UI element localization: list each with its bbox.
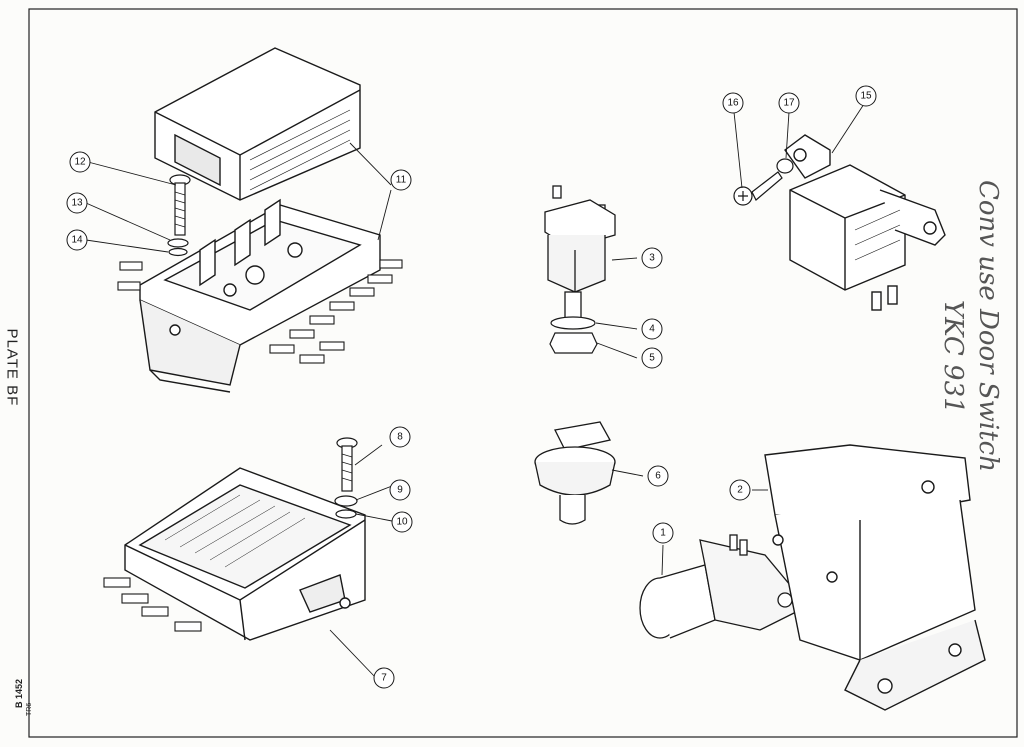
callout-8: 8	[389, 426, 411, 448]
svg-text:9: 9	[397, 485, 403, 496]
door-switch	[639, 534, 801, 639]
callout-15: 15	[855, 85, 877, 107]
washer-17	[776, 158, 794, 174]
callout-4: 4	[641, 318, 663, 340]
washer-9	[334, 495, 358, 507]
callout-markers: 1 2 3 4 5 6 7 8 9 10 11 12 13 14 15 16 1…	[66, 85, 877, 689]
screw-16	[733, 171, 783, 206]
svg-text:15: 15	[860, 91, 872, 102]
plate-reference: B 1452	[14, 678, 24, 708]
callout-7: 7	[373, 667, 395, 689]
svg-text:13: 13	[71, 198, 83, 209]
brake-light-switch	[544, 185, 616, 319]
svg-text:8: 8	[397, 432, 403, 443]
callout-11: 11	[390, 169, 412, 191]
plate-border	[28, 8, 1018, 738]
screw-12	[169, 174, 191, 236]
svg-text:3: 3	[649, 253, 655, 264]
svg-text:12: 12	[74, 157, 86, 168]
callout-17: 17	[778, 92, 800, 114]
callout-16: 16	[722, 92, 744, 114]
washer-10	[335, 509, 357, 519]
svg-text:6: 6	[655, 471, 661, 482]
relay-15	[784, 134, 946, 311]
callout-3: 3	[641, 247, 663, 269]
fuse-box-cover	[154, 47, 361, 201]
oil-pressure-switch	[534, 421, 616, 525]
screw-8	[336, 437, 358, 492]
svg-text:10: 10	[396, 517, 408, 528]
callout-10: 10	[391, 511, 413, 533]
handwritten-note: Conv use Door Switch YKC 931	[938, 180, 1003, 472]
svg-text:YKC 931: YKC 931	[938, 300, 968, 414]
washer-14	[168, 247, 188, 257]
svg-text:14: 14	[71, 235, 83, 246]
svg-text:2: 2	[737, 485, 743, 496]
callout-14: 14	[66, 229, 88, 251]
callout-13: 13	[66, 192, 88, 214]
svg-text:1: 1	[660, 528, 666, 539]
mounting-bracket	[764, 444, 986, 711]
callout-9: 9	[389, 479, 411, 501]
svg-text:17: 17	[783, 98, 795, 109]
svg-text:4: 4	[649, 324, 655, 335]
svg-text:7: 7	[381, 673, 387, 684]
plate-title: PLATE BF	[3, 328, 21, 407]
fuse-box-terminals	[117, 259, 403, 364]
lock-washer-4	[550, 316, 596, 330]
callout-12: 12	[69, 151, 91, 173]
svg-text:Conv use Door Switch: Conv use Door Switch	[973, 180, 1003, 472]
leader-lines	[85, 103, 865, 679]
svg-text:16: 16	[727, 98, 739, 109]
nut-5	[549, 332, 598, 354]
callout-6: 6	[647, 465, 669, 487]
plate-model: TR6	[26, 702, 33, 716]
svg-text:5: 5	[649, 353, 655, 364]
control-box	[124, 467, 366, 641]
callout-1: 1	[652, 522, 674, 544]
control-box-terminals	[103, 577, 202, 632]
callout-5: 5	[641, 347, 663, 369]
callout-2: 2	[729, 479, 751, 501]
fuse-box-base	[139, 198, 381, 393]
svg-text:11: 11	[396, 175, 407, 186]
washer-13	[167, 238, 189, 248]
